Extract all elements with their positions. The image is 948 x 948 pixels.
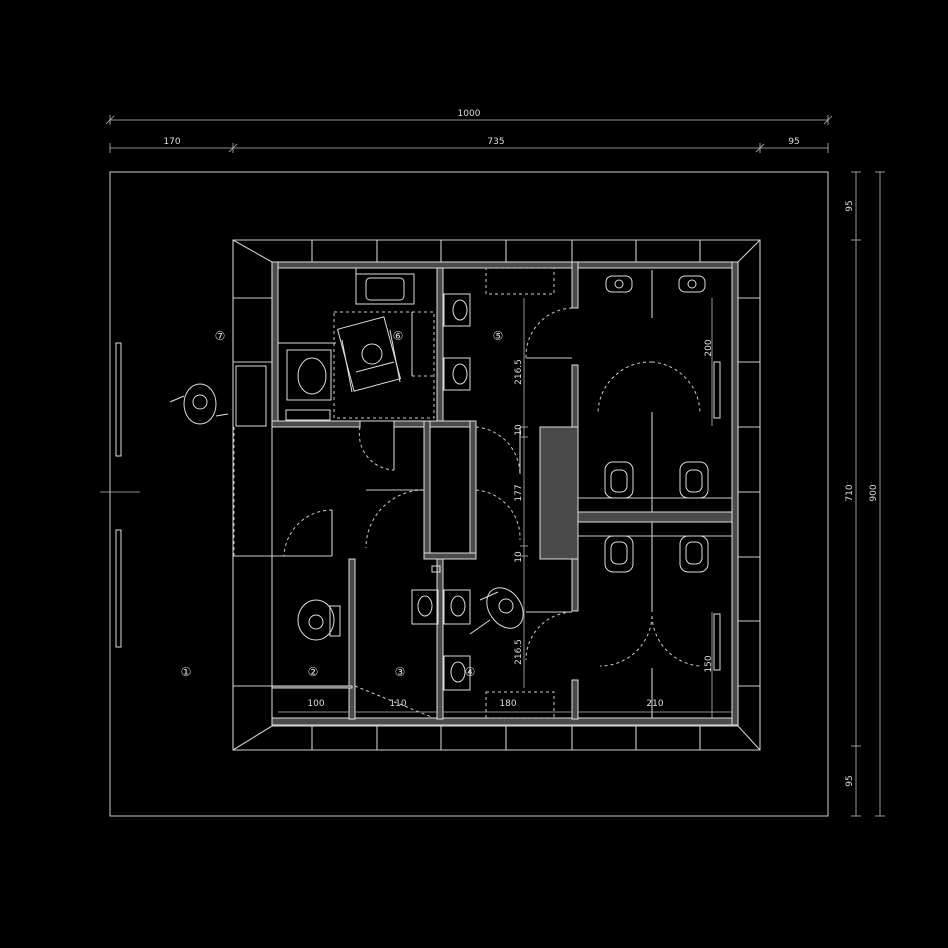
toilet-fixtures <box>604 461 709 573</box>
door-swings <box>233 307 701 719</box>
room-label-1: ① <box>181 665 192 679</box>
urinal-fixtures <box>605 275 721 671</box>
top-dimensions: 1000 170 735 95 <box>105 109 833 153</box>
right-dimensions: 95 710 95 900 <box>845 171 885 817</box>
person-walking-icon <box>469 587 524 635</box>
dim-left-offset: 170 <box>163 137 180 147</box>
outer-platform <box>109 171 829 817</box>
dim-corridor-upper: 216.5 <box>514 359 524 385</box>
dim-stall-lower: 150 <box>704 655 714 672</box>
dim-wall-a: 10 <box>514 424 524 436</box>
room-4-fixtures <box>411 565 555 719</box>
dim-bottom-margin: 95 <box>845 775 855 786</box>
room-label-3: ③ <box>395 665 406 679</box>
room-label-6: ⑥ <box>393 329 404 343</box>
dim-right-offset: 95 <box>788 137 799 147</box>
dim-core-width: 735 <box>487 137 504 147</box>
person-figure-icon <box>169 383 229 425</box>
left-entrances <box>100 342 140 648</box>
interior-dimensions: 216.5 10 177 10 216.5 200 150 <box>514 298 714 718</box>
room-label-2: ② <box>308 665 319 679</box>
dim-room2-width: 100 <box>307 699 324 709</box>
dim-corridor-lower: 216.5 <box>514 639 524 665</box>
room-5-fixtures <box>411 267 555 391</box>
dim-wall-b: 10 <box>514 551 524 563</box>
bottom-interior-dimensions: 100 110 180 210 <box>278 699 732 713</box>
dim-core-height: 710 <box>845 484 855 501</box>
room-label-5: ⑤ <box>493 329 504 343</box>
dim-right-room-width: 210 <box>646 699 663 709</box>
dim-overall-height: 900 <box>869 484 879 501</box>
dim-top-margin: 95 <box>845 200 855 211</box>
dim-stall-upper: 200 <box>704 339 714 356</box>
room-6-fixtures <box>235 267 438 427</box>
dim-overall-width: 1000 <box>458 109 481 119</box>
dim-corridor-mid: 177 <box>514 484 524 501</box>
walls <box>271 261 739 726</box>
wheelchair-icon <box>336 316 402 393</box>
person-seated-icon <box>297 599 341 641</box>
dim-room4-width: 180 <box>499 699 516 709</box>
dim-room3-width: 110 <box>389 699 406 709</box>
room-label-4: ④ <box>465 665 476 679</box>
room-labels: ① ② ③ ④ ⑤ ⑥ ⑦ <box>181 329 504 679</box>
room-label-7: ⑦ <box>215 329 226 343</box>
